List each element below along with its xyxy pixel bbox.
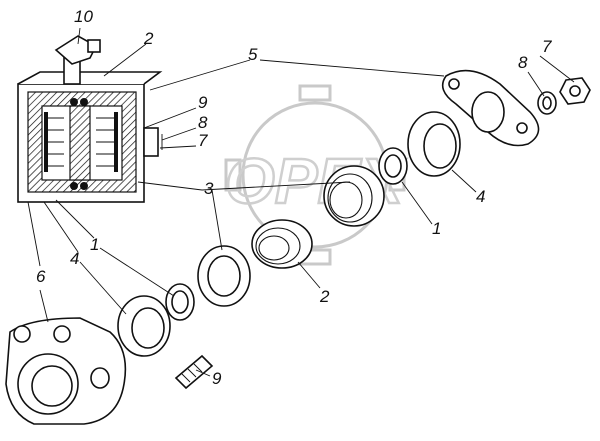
assembled-unit-section: [17, 35, 163, 203]
grease-fitting: [54, 35, 101, 85]
callout-5: 5: [248, 45, 258, 64]
callout-8-side: 8: [198, 113, 208, 132]
callout-2-bottom: 2: [319, 287, 330, 306]
callout-1-right: 1: [432, 219, 441, 238]
callout-4-right: 4: [476, 187, 485, 206]
callout-10: 10: [74, 7, 93, 26]
part-9-set-screw: [174, 354, 214, 390]
inner-springs: [44, 112, 118, 172]
side-screw: [143, 127, 159, 157]
callout-7-side: 7: [198, 131, 208, 150]
callout-3: 3: [204, 179, 214, 198]
part-6-housing: [5, 317, 127, 425]
part-7-nut: [559, 77, 591, 105]
watermark: OPEX: [224, 84, 407, 266]
callout-9-side: 9: [198, 93, 208, 112]
callout-2-top: 2: [143, 29, 154, 48]
leader-lines: [27, 27, 575, 377]
part-1-ring-right: [378, 147, 408, 185]
part-5-flange: [441, 69, 540, 147]
callout-8-top: 8: [518, 53, 528, 72]
part-8-washer: [537, 91, 557, 115]
callout-6: 6: [36, 267, 46, 286]
callout-9-bottom: 9: [212, 369, 222, 388]
part-2-spring: [251, 219, 313, 269]
callout-1-left: 1: [90, 235, 99, 254]
callout-4-left: 4: [70, 249, 79, 268]
spring-upper: [323, 165, 385, 227]
callout-7-top: 7: [542, 37, 552, 56]
callout-labels: 10 2 5 7 8 9 8 7 3 4 1 1 4 6 2 9: [36, 7, 552, 388]
part-4-cup-right: [407, 111, 461, 177]
part-3-seat: [197, 245, 251, 307]
part-1-ring-left: [165, 283, 195, 321]
part-4-cup-left: [117, 295, 171, 357]
